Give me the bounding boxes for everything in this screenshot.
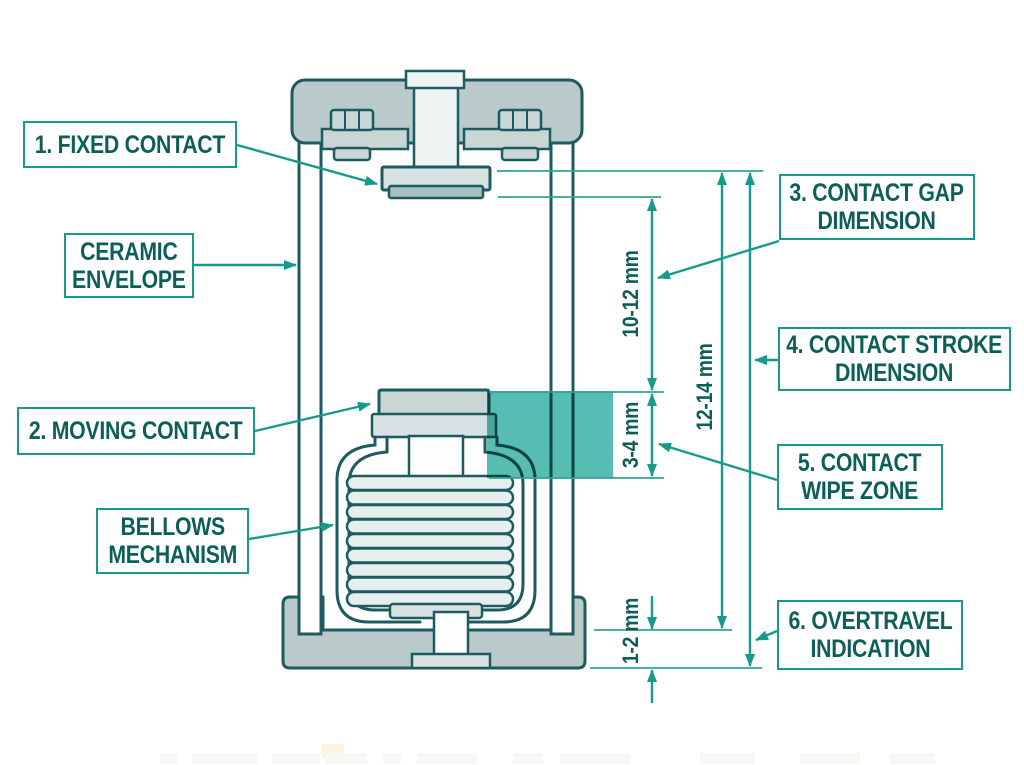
callout-text: ENVELOPE [72,265,186,294]
bolt-nut-right [500,146,540,162]
dim-value-contact-gap: 10-12 mm [618,250,643,338]
bottom-artifact [272,753,320,764]
moving-contact-part [370,388,498,486]
callout-contact-stroke: 4. CONTACT STROKE DIMENSION [778,327,1011,391]
callout-text: DIMENSION [835,359,954,387]
bolt-bar-left [320,127,410,151]
leader-contact-wipe [658,442,778,482]
callout-fixed-contact: 1. FIXED CONTACT [23,121,237,168]
bolt-nut-left [332,146,372,162]
callout-text: 2. MOVING CONTACT [29,417,243,445]
callout-text: 4. CONTACT STROKE [786,331,1003,359]
fixed-contact-tip [387,184,485,200]
bolt-head-left [329,108,375,132]
callout-text: DIMENSION [817,207,937,235]
lower-stem-assembly [388,602,492,670]
callout-overtravel: 6. OVERTRAVEL INDICATION [777,600,963,670]
dim-value-overtravel: 1-2 mm [618,597,643,665]
leader-bellows [248,522,334,541]
callout-text: BELLOWS [120,513,225,541]
callout-contact-gap: 3. CONTACT GAP DIMENSION [779,174,975,240]
callout-text: 3. CONTACT GAP [789,179,965,207]
callout-leaders [194,143,780,642]
callout-text: CERAMIC [80,237,178,266]
bottom-artifact [890,753,935,764]
top-stem-collar [404,69,466,90]
callout-text: INDICATION [810,635,930,663]
callout-text: 5. CONTACT [798,449,922,477]
bottom-artifact [560,753,630,764]
bottom-artifact [513,753,543,764]
extension-lines [489,170,763,669]
fixed-contact-part [380,165,492,200]
dim-value-contact-wipe: 3-4 mm [618,401,643,469]
envelope-wall-left [297,110,323,636]
dimension-lines [647,172,755,703]
callout-moving-contact: 2. MOVING CONTACT [17,407,255,455]
bottom-artifact [417,753,477,764]
leader-overtravel [755,629,778,642]
bolt-bar-right [462,127,552,151]
leader-fixed-contact [236,143,378,186]
callout-text: MECHANISM [108,541,237,569]
leader-moving-contact [254,401,371,433]
bottom-artifact [325,753,367,764]
top-flange-assembly [290,69,584,174]
top-stem [412,84,460,174]
callout-ceramic-envelope: CERAMIC ENVELOPE [64,233,194,298]
callout-bellows-mechanism: BELLOWS MECHANISM [96,508,249,574]
callout-text: WIPE ZONE [801,477,919,505]
bolt-head-right [497,108,543,132]
callout-text: 6. OVERTRAVEL [788,607,952,635]
dim-value-contact-stroke: 12-14 mm [692,343,717,431]
callout-text: 1. FIXED CONTACT [34,130,226,159]
bellows-accordion [345,474,515,608]
bottom-artifact [192,753,258,764]
bottom-artifact [700,753,755,764]
bottom-artifact [800,753,860,764]
bottom-artifact [383,753,401,764]
envelope-wall-right [549,110,575,636]
callout-contact-wipe: 5. CONTACT WIPE ZONE [777,444,943,510]
stem-foot [410,652,492,670]
wipe-zone-highlight [487,391,613,478]
bottom-artifact [160,753,178,764]
moving-contact-bracket [370,412,498,439]
leader-contact-gap [657,239,780,280]
lower-stem [432,610,470,660]
